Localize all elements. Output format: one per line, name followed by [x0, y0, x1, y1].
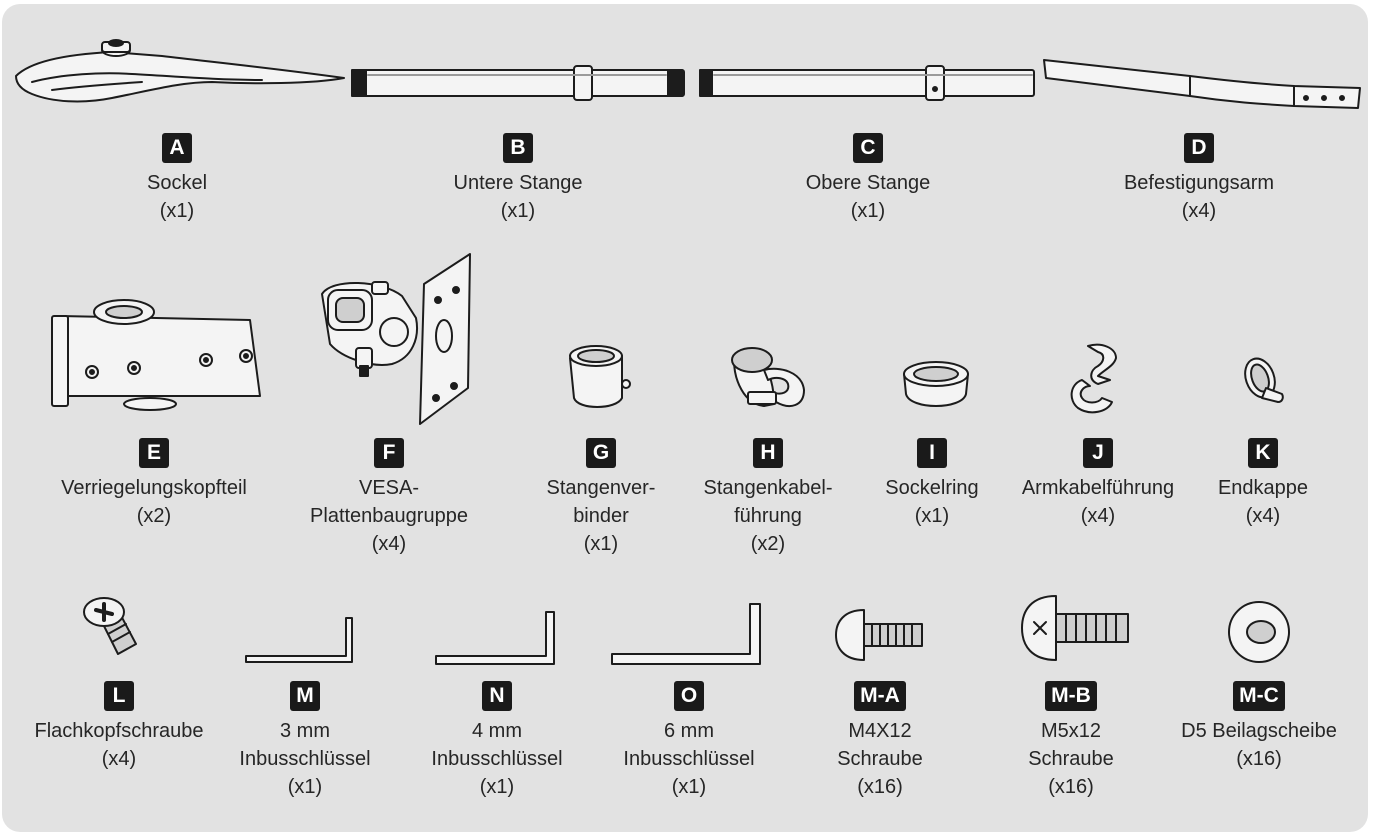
part-a-badge: A	[162, 133, 192, 163]
part-g-badge: G	[586, 438, 616, 468]
part-e-qty: (x2)	[136, 505, 172, 527]
part-m-a-qty: (x16)	[857, 776, 903, 798]
part-l-qty: (x4)	[101, 748, 137, 770]
part-a-qty: (x1)	[159, 200, 195, 222]
part-m-badge: M	[290, 681, 320, 711]
part-c-name: Obere Stange	[805, 172, 931, 194]
part-h-name: Stangenkabel- führung	[703, 477, 833, 527]
part-e-badge: E	[139, 438, 169, 468]
part-l-name: Flachkopfschraube	[34, 720, 204, 742]
part-m-b-qty: (x16)	[1048, 776, 1094, 798]
part-o-badge: O	[674, 681, 704, 711]
part-m-c: M-C D5 Beilagscheibe (x16)	[1149, 681, 1369, 773]
part-m-c-badge: M-C	[1233, 681, 1285, 711]
part-c: C Obere Stange (x1)	[758, 133, 978, 225]
part-k: K Endkappe (x4)	[1153, 438, 1373, 530]
part-j: J Armkabelführung (x4)	[988, 438, 1208, 530]
part-k-qty: (x4)	[1245, 505, 1281, 527]
m5x12-screw-illustration	[1021, 595, 1129, 661]
part-n-badge: N	[482, 681, 512, 711]
parts-sheet: A Sockel (x1) B Untere Stange (x1) C Obe…	[2, 4, 1368, 832]
part-h-qty: (x2)	[750, 533, 786, 555]
part-h: H Stangenkabel- führung (x2)	[658, 438, 878, 558]
part-j-qty: (x4)	[1080, 505, 1116, 527]
part-m-a-name: M4X12 Schraube	[837, 720, 923, 770]
part-b-badge: B	[503, 133, 533, 163]
part-g-qty: (x1)	[583, 533, 619, 555]
pole-cable-guide-illustration	[731, 347, 805, 407]
hex-key-6mm-illustration	[611, 603, 761, 665]
part-k-badge: K	[1248, 438, 1278, 468]
part-a: A Sockel (x1)	[67, 133, 287, 225]
washer-illustration	[1228, 601, 1290, 663]
part-c-badge: C	[853, 133, 883, 163]
part-o: O 6 mm Inbusschlüssel (x1)	[579, 681, 799, 801]
part-l: L Flachkopfschraube (x4)	[9, 681, 229, 773]
part-n: N 4 mm Inbusschlüssel (x1)	[387, 681, 607, 801]
part-m-name: 3 mm Inbusschlüssel	[239, 720, 371, 770]
part-b-qty: (x1)	[500, 200, 536, 222]
hex-key-4mm-illustration	[435, 611, 555, 665]
base-ring-illustration	[903, 361, 969, 407]
part-d-qty: (x4)	[1181, 200, 1217, 222]
part-m: M 3 mm Inbusschlüssel (x1)	[195, 681, 415, 801]
hex-key-3mm-illustration	[245, 617, 353, 663]
part-h-badge: H	[753, 438, 783, 468]
part-j-name: Armkabelführung	[1021, 477, 1175, 499]
part-e: E Verriegelungskopfteil (x2)	[44, 438, 264, 530]
end-cap-illustration	[1244, 357, 1284, 403]
part-a-name: Sockel	[146, 172, 208, 194]
part-j-badge: J	[1083, 438, 1113, 468]
part-f-name: VESA- Plattenbaugruppe	[310, 477, 468, 527]
part-o-name: 6 mm Inbusschlüssel	[623, 720, 755, 770]
locking-head-illustration	[51, 299, 261, 411]
part-d-name: Befestigungsarm	[1123, 172, 1275, 194]
part-i: I Sockelring (x1)	[822, 438, 1042, 530]
part-c-qty: (x1)	[850, 200, 886, 222]
part-l-badge: L	[104, 681, 134, 711]
part-i-badge: I	[917, 438, 947, 468]
part-e-name: Verriegelungskopfteil	[61, 477, 247, 499]
part-o-qty: (x1)	[671, 776, 707, 798]
part-g: G Stangenver- binder (x1)	[491, 438, 711, 558]
vesa-plate-illustration	[321, 253, 471, 425]
part-m-b-badge: M-B	[1045, 681, 1097, 711]
part-g-name: Stangenver- binder	[546, 477, 656, 527]
part-f-badge: F	[374, 438, 404, 468]
part-n-name: 4 mm Inbusschlüssel	[431, 720, 563, 770]
part-m-b-name: M5x12 Schraube	[1028, 720, 1114, 770]
m4x12-screw-illustration	[835, 609, 923, 661]
upper-pole-illustration	[699, 65, 1035, 101]
pole-connector-illustration	[569, 345, 631, 408]
part-f: F VESA- Plattenbaugruppe (x4)	[279, 438, 499, 558]
part-i-qty: (x1)	[914, 505, 950, 527]
flat-head-screw-illustration	[83, 597, 137, 655]
part-f-qty: (x4)	[371, 533, 407, 555]
part-m-b: M-B M5x12 Schraube (x16)	[961, 681, 1181, 801]
part-b-name: Untere Stange	[453, 172, 583, 194]
part-d: D Befestigungsarm (x4)	[1089, 133, 1309, 225]
mounting-arm-illustration	[1043, 59, 1361, 109]
part-b: B Untere Stange (x1)	[408, 133, 628, 225]
part-m-a-badge: M-A	[854, 681, 906, 711]
part-d-badge: D	[1184, 133, 1214, 163]
part-i-name: Sockelring	[885, 477, 979, 499]
base-illustration	[15, 39, 345, 103]
part-m-c-name: D5 Beilagscheibe	[1181, 720, 1337, 742]
lower-pole-illustration	[351, 65, 685, 101]
part-n-qty: (x1)	[479, 776, 515, 798]
part-k-name: Endkappe	[1217, 477, 1309, 499]
part-m-c-qty: (x16)	[1236, 748, 1282, 770]
part-m-a: M-A M4X12 Schraube (x16)	[770, 681, 990, 801]
arm-cable-guide-illustration	[1070, 343, 1117, 414]
part-m-qty: (x1)	[287, 776, 323, 798]
